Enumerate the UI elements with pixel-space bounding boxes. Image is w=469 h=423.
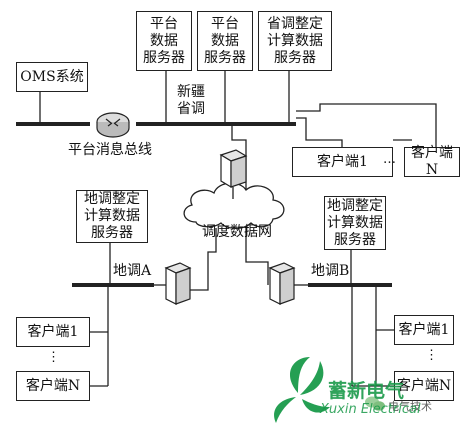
region-a-clients-ellipsis: ⋮ bbox=[47, 350, 61, 365]
region-b-calc-server-box: 地调整定 计算数据 服务器 bbox=[324, 196, 386, 250]
region-b-label: 地调B bbox=[311, 263, 350, 279]
xinjiang-provincial-label: 新疆 省调 bbox=[177, 84, 205, 117]
watermark: 蓄新电气 电气技术 Xuxin Electrical bbox=[318, 376, 466, 420]
provincial-calc-server-box: 省调整定 计算数据 服务器 bbox=[258, 11, 332, 71]
watermark-logo-icon bbox=[274, 357, 330, 423]
region-a-client-1-box: 客户端1 bbox=[16, 317, 90, 347]
router-icon bbox=[96, 112, 130, 138]
oms-system-box: OMS系统 bbox=[16, 62, 88, 92]
region-a-client-n-box: 客户端N bbox=[16, 371, 90, 401]
region-b-clients-ellipsis: ⋮ bbox=[425, 348, 439, 363]
firewall-icon bbox=[268, 262, 296, 305]
dispatch-network-label: 调度数据网 bbox=[202, 224, 272, 240]
watermark-brand-cn: 蓄新电气 bbox=[328, 380, 405, 402]
wechat-icon bbox=[365, 396, 385, 411]
watermark-brand-en: Xuxin Electrical bbox=[320, 402, 421, 417]
cloud-icon bbox=[183, 182, 285, 229]
region-b-client-1-box: 客户端1 bbox=[394, 315, 454, 345]
region-b-client-n-box: 客户端N bbox=[394, 371, 454, 401]
region-a-label: 地调A bbox=[113, 263, 152, 279]
provincial-client-n-box: 客户端N bbox=[404, 145, 460, 178]
provincial-client-1-box: 客户端1 bbox=[292, 147, 393, 177]
platform-data-server-1-box: 平台 数据 服务器 bbox=[136, 11, 192, 71]
server-icon bbox=[219, 149, 248, 189]
firewall-icon bbox=[164, 262, 192, 305]
provincial-clients-ellipsis: … bbox=[383, 152, 397, 167]
platform-data-server-2-box: 平台 数据 服务器 bbox=[197, 11, 253, 71]
platform-bus-label: 平台消息总线 bbox=[68, 142, 152, 158]
region-a-calc-server-box: 地调整定 计算数据 服务器 bbox=[76, 190, 148, 243]
watermark-account: 电气技术 bbox=[388, 400, 432, 413]
